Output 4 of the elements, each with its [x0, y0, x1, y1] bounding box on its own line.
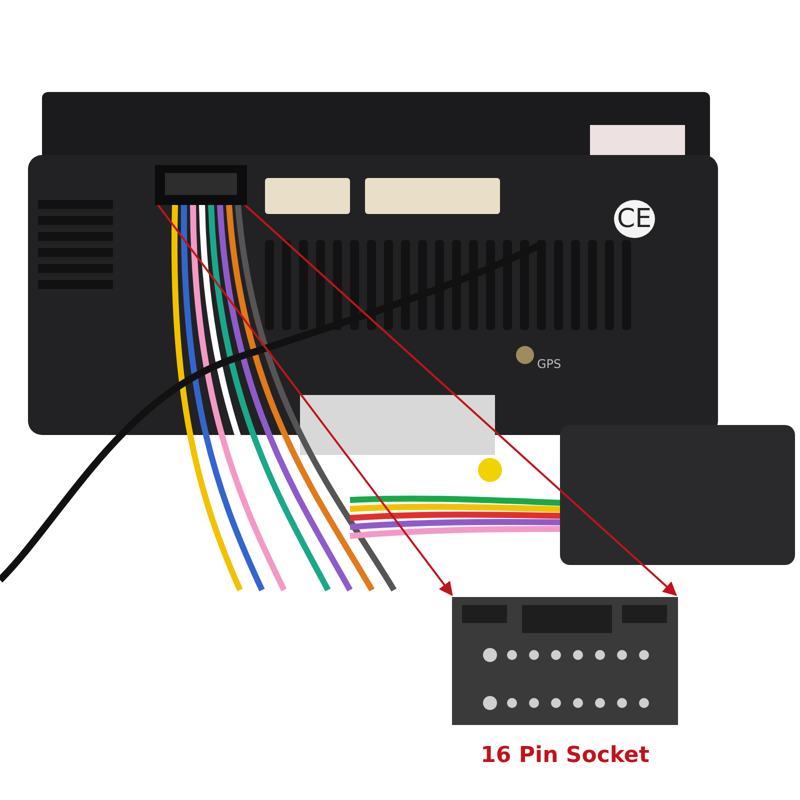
port-label: GPS [537, 357, 562, 371]
arrow [157, 204, 453, 596]
arrow [244, 204, 678, 596]
socket-label: 16 Pin Socket [480, 743, 650, 768]
